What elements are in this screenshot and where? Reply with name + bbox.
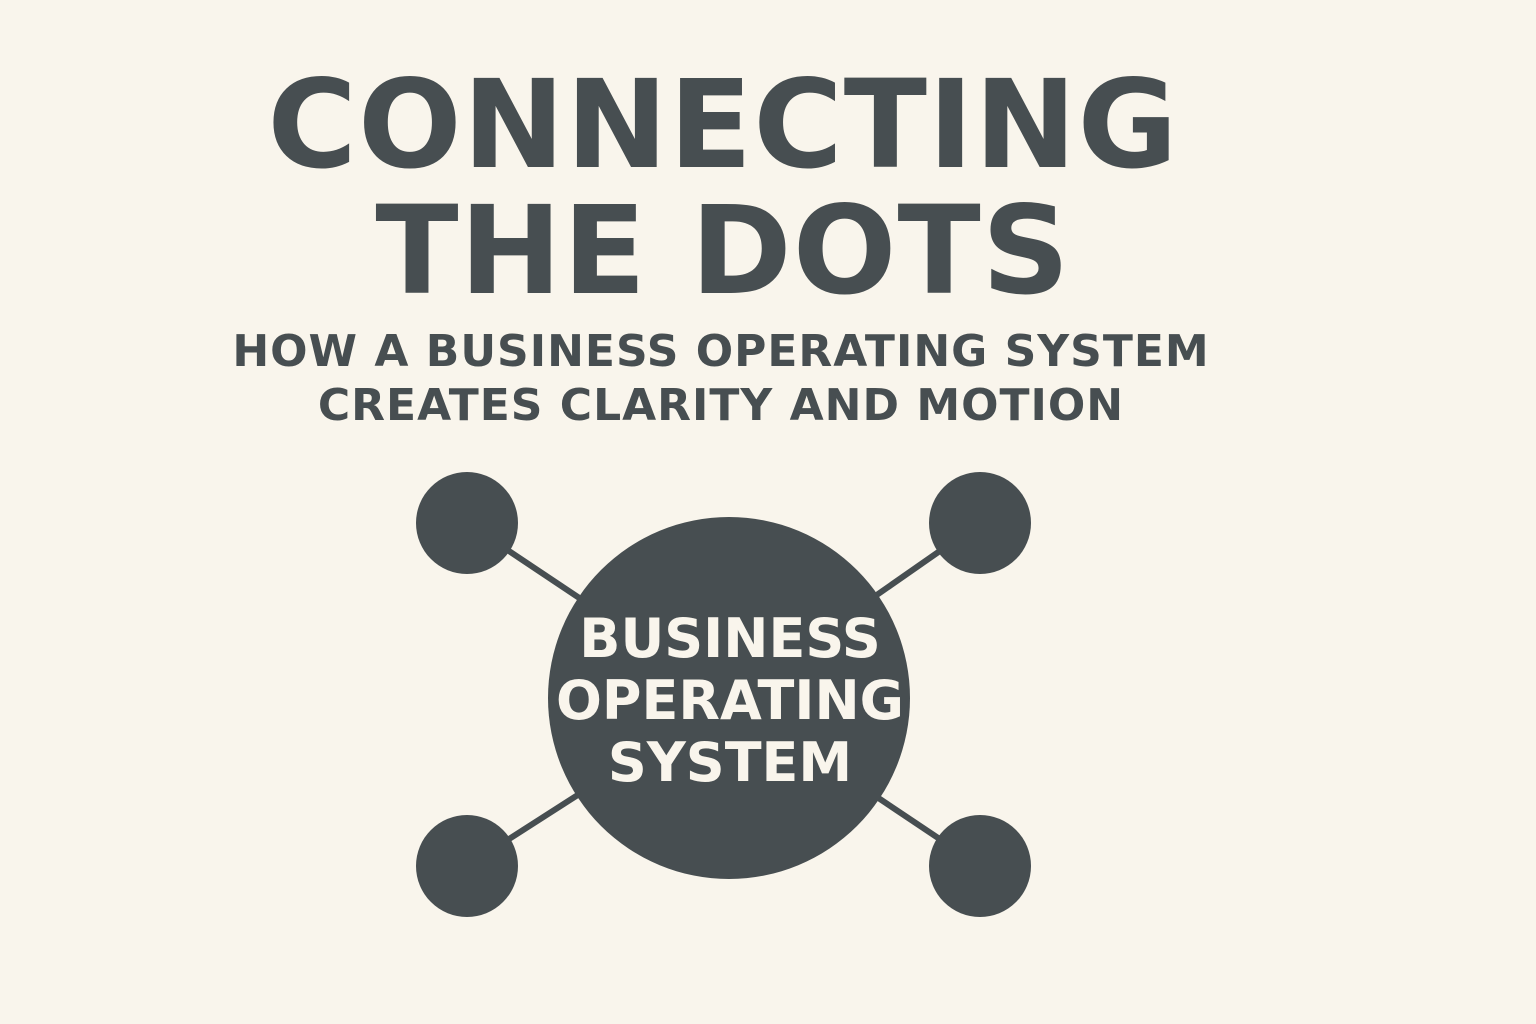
subtitle-line-2: CREATES CLARITY AND MOTION: [317, 380, 1125, 431]
title-line-2: THE DOTS: [375, 180, 1071, 322]
title-line-1: CONNECTING: [267, 54, 1179, 196]
node-top-right: [929, 472, 1031, 574]
node-top-left: [416, 472, 518, 574]
center-label-line-3: SYSTEM: [607, 731, 853, 794]
center-label-line-1: BUSINESS: [579, 607, 881, 670]
node-bottom-right: [929, 815, 1031, 917]
subtitle-line-1: HOW A BUSINESS OPERATING SYSTEM: [232, 326, 1210, 377]
center-hub-label: BUSINESS OPERATING SYSTEM: [549, 608, 911, 794]
center-hub: [548, 517, 910, 879]
center-label-line-2: OPERATING: [556, 669, 904, 732]
node-bottom-left: [416, 815, 518, 917]
